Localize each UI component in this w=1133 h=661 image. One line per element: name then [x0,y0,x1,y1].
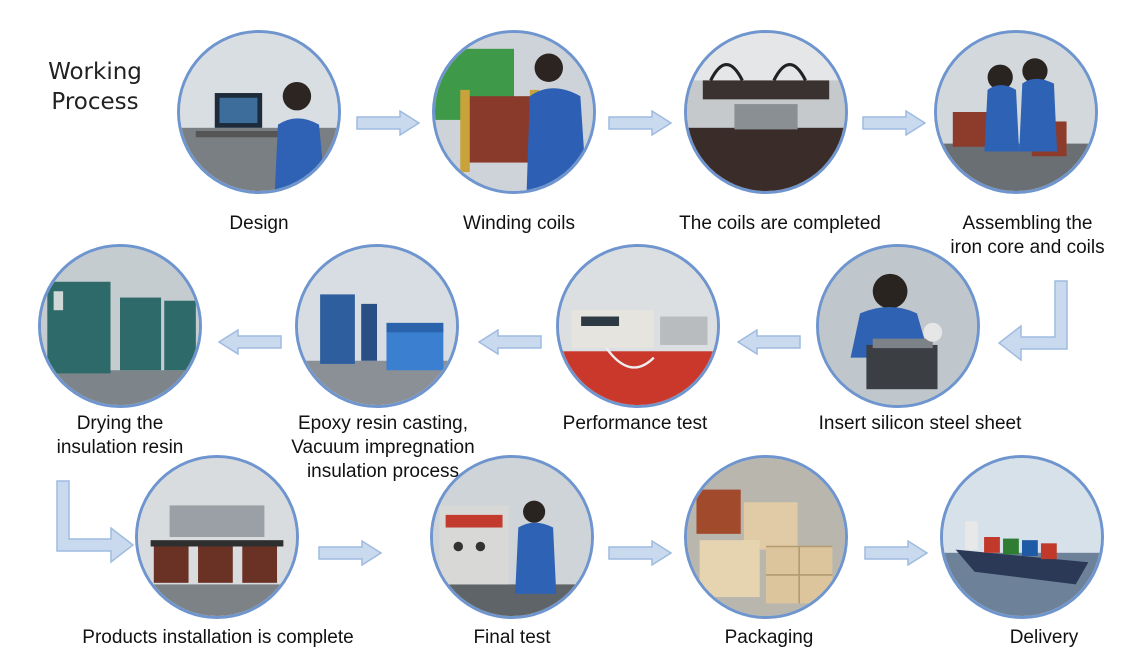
arrow-right-3-4 [862,110,926,136]
finished-coils-photo-icon [687,33,845,191]
step-6-label: Performance test [562,413,708,434]
step-4-label: Assembling the iron core and coils [950,213,1105,258]
coil-winding-photo-icon [435,33,593,191]
step-7-photo [295,244,459,408]
transformers-photo-icon [138,458,296,616]
step-5-photo [816,244,980,408]
step-11-label: Packaging [724,627,814,648]
title-line-2: Process [51,89,139,115]
assembly-photo-icon [937,33,1095,191]
step-3-photo [684,30,848,194]
step-1-label: Design [229,213,289,234]
vacuum-tank-photo-icon [298,247,456,405]
arrow-left-5-6 [737,329,801,355]
step-12-photo [940,455,1104,619]
step-2-label: Winding coils [463,213,575,234]
step-4-photo [934,30,1098,194]
step-7-label: Epoxy resin casting, Vacuum impregnation… [291,413,475,482]
step-11-photo [684,455,848,619]
drying-oven-photo-icon [41,247,199,405]
step-10-label: Final test [473,627,551,648]
arrow-left-6-7 [478,329,542,355]
step-10-photo [430,455,594,619]
arrow-down-right-8-9 [56,480,134,564]
arrow-right-2-3 [608,110,672,136]
step-8-label: Drying the insulation resin [56,413,184,458]
arrow-right-11-12 [864,540,928,566]
step-2-photo [432,30,596,194]
step-3-label: The coils are completed [679,213,881,234]
computer-design-photo-icon [180,33,338,191]
arrow-down-left-4-5 [998,280,1068,362]
arrow-right-1-2 [356,110,420,136]
page-title: Working Process [30,57,160,117]
step-12-label: Delivery [1009,627,1079,648]
arrow-left-7-8 [218,329,282,355]
step-6-photo [556,244,720,408]
step-8-photo [38,244,202,408]
steel-sheet-photo-icon [819,247,977,405]
cargo-ship-photo-icon [943,458,1101,616]
title-line-1: Working [48,59,142,85]
control-panel-photo-icon [433,458,591,616]
step-5-label: Insert silicon steel sheet [818,413,1022,434]
test-bench-photo-icon [559,247,717,405]
step-9-photo [135,455,299,619]
step-9-label: Products installation is complete [82,627,354,648]
arrow-right-9-10 [318,540,382,566]
arrow-right-10-11 [608,540,672,566]
wooden-crates-photo-icon [687,458,845,616]
step-1-photo [177,30,341,194]
